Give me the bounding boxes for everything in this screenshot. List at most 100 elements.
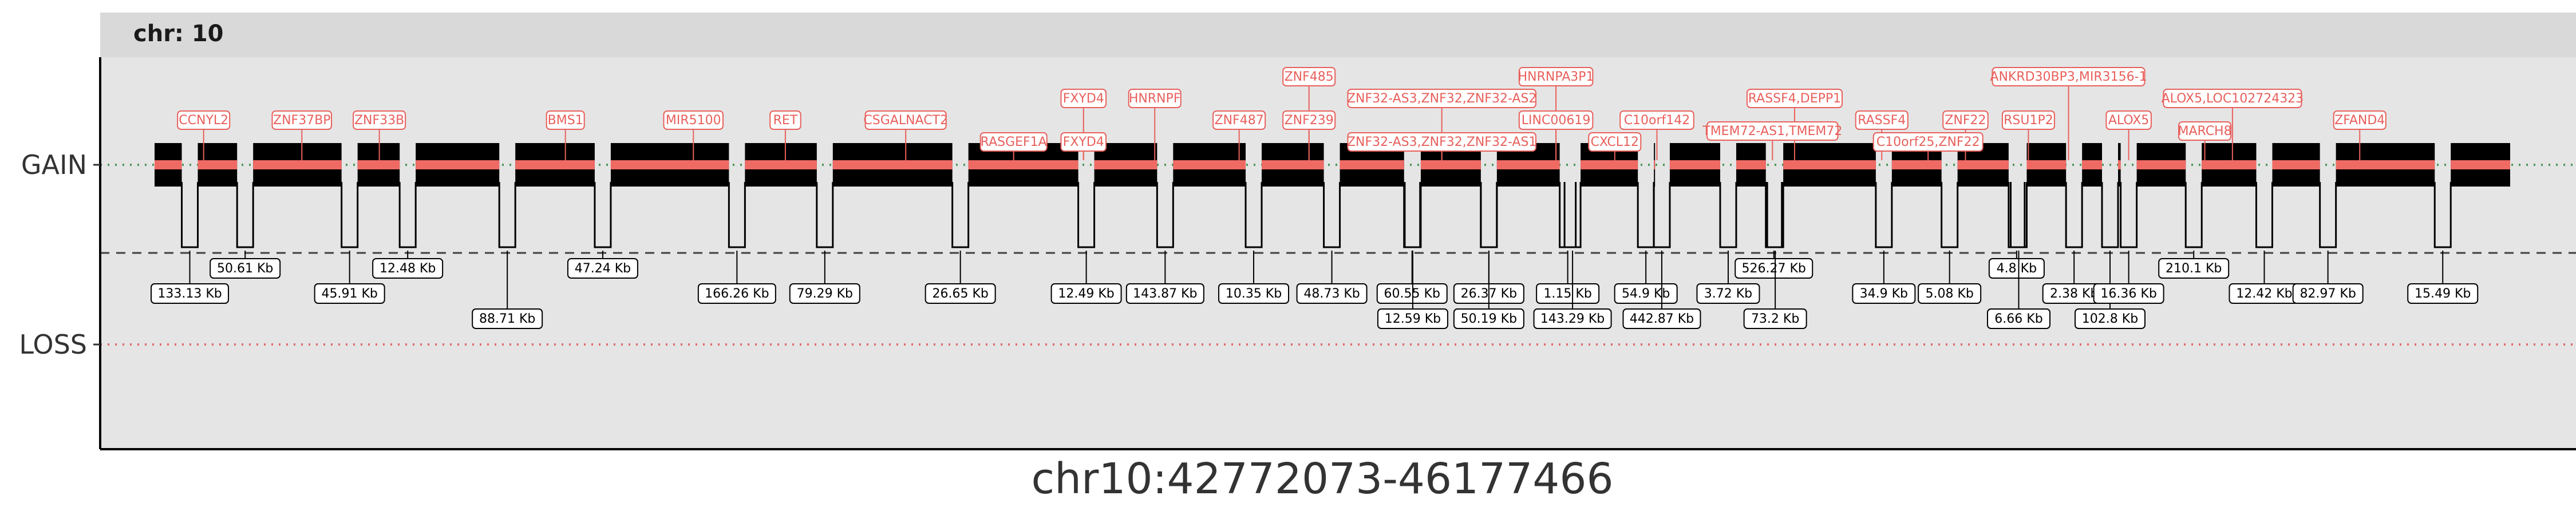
gene-label: ZNF33B xyxy=(353,110,406,160)
gap-size-text: 48.73 Kb xyxy=(1303,287,1360,301)
gene-label: ZNF37BP xyxy=(271,110,333,160)
gene-label-text: RASSF4,DEPP1 xyxy=(1748,92,1841,106)
gene-label: CCNYL2 xyxy=(177,110,231,160)
gene-label: RET xyxy=(769,110,801,160)
gap-outline xyxy=(1323,182,1341,248)
gene-label-text: ZNF239 xyxy=(1285,113,1334,128)
gap-size-text: 2.38 Kb xyxy=(2050,287,2098,301)
gap-outline xyxy=(1941,182,1959,248)
gap-outline xyxy=(341,182,359,248)
gap-size-label: 60.55 Kb xyxy=(1376,251,1448,304)
gap-size-label: 16.36 Kb xyxy=(2093,251,2164,304)
gap-size-text: 143.87 Kb xyxy=(1133,287,1197,301)
gap-size-text: 133.13 Kb xyxy=(157,287,222,301)
gap-size-text: 12.49 Kb xyxy=(1058,287,1114,301)
gene-label-text: ZNF32-AS3,ZNF32,ZNF32-AS2 xyxy=(1347,92,1536,106)
gap-size-label: 34.9 Kb xyxy=(1852,251,1916,304)
gene-label: ALOX5,LOC102724323 xyxy=(2162,89,2304,160)
gene-label-text: ZFAND4 xyxy=(2334,113,2385,128)
gap-outline xyxy=(2184,182,2203,248)
gain-segment-bar xyxy=(1669,160,1720,169)
gene-label-text: CSGALNACT2 xyxy=(863,113,948,128)
gain-segment-bar xyxy=(253,160,342,169)
gap-size-label: 15.49 Kb xyxy=(2407,251,2479,304)
gain-segment-bar xyxy=(2272,160,2320,169)
gap-outline xyxy=(1156,182,1174,248)
gain-segment-bar xyxy=(2336,160,2435,169)
gap-outline xyxy=(1875,182,1893,248)
gene-label-text: ANKRD30BP3,MIR3156-1 xyxy=(1990,70,2147,84)
gain-segment-bar xyxy=(155,160,182,169)
facet-strip-title: chr: 10 xyxy=(133,21,224,47)
gene-label-text: ZNF487 xyxy=(1215,113,1264,128)
gene-label-text: ZNF33B xyxy=(354,113,404,128)
gap-size-label: 526.27 Kb xyxy=(1735,251,1814,279)
gain-segment-bar xyxy=(1340,160,1404,169)
gap-size-label: 50.61 Kb xyxy=(210,251,281,279)
gap-size-label: 143.87 Kb xyxy=(1125,251,1204,304)
gap-size-text: 526.27 Kb xyxy=(1742,262,1806,276)
gap-size-text: 102.8 Kb xyxy=(2082,312,2138,326)
gene-label-text: HNRNPF xyxy=(1129,92,1181,106)
gene-label: FXYD4 xyxy=(1060,89,1107,160)
gain-segment-bar xyxy=(1891,160,1942,169)
gain-segment-bar xyxy=(1783,160,1876,169)
gene-label: LINC00619 xyxy=(1518,110,1594,160)
gap-outline xyxy=(1563,182,1582,248)
gene-label-text: C10orf25,ZNF22 xyxy=(1876,135,1980,149)
gene-label-text: RASGEF1A xyxy=(981,135,1047,149)
gene-label-text: RET xyxy=(773,113,798,128)
gap-size-text: 3.72 Kb xyxy=(1704,287,1752,301)
gap-size-text: 210.1 Kb xyxy=(2166,262,2222,276)
gap-size-text: 442.87 Kb xyxy=(1630,312,1694,326)
gene-label-text: C10orf142 xyxy=(1624,113,1690,128)
gene-label: TMEM72-AS1,TMEM72 xyxy=(1702,121,1842,160)
gap-outline xyxy=(1766,182,1784,248)
gene-label-text: RASSF4 xyxy=(1858,113,1906,128)
gap-size-text: 6.66 Kb xyxy=(1994,312,2042,326)
gap-size-label: 50.19 Kb xyxy=(1453,251,1524,329)
gap-size-text: 10.35 Kb xyxy=(1226,287,1282,301)
gap-size-label: 48.73 Kb xyxy=(1296,251,1368,304)
gap-outline xyxy=(594,182,612,248)
gene-label-text: TMEM72-AS1,TMEM72 xyxy=(1702,124,1842,138)
gene-label: ZFAND4 xyxy=(2333,110,2387,160)
y-tick-label-gain: GAIN xyxy=(21,149,87,180)
gap-size-text: 47.24 Kb xyxy=(575,262,631,276)
gene-label-text: BMS1 xyxy=(548,113,583,128)
gain-segment-bar xyxy=(2136,160,2186,169)
gain-segment-bar xyxy=(197,160,238,169)
gap-size-label: 102.8 Kb xyxy=(2074,251,2146,329)
gain-segment-bar xyxy=(2202,160,2257,169)
gap-size-text: 50.19 Kb xyxy=(1461,312,1517,326)
gap-size-text: 143.29 Kb xyxy=(1540,312,1605,326)
facet-strip xyxy=(100,13,2576,57)
gain-segment-bar xyxy=(1262,160,1324,169)
gap-size-text: 1.15 Kb xyxy=(1543,287,1591,301)
gap-outline xyxy=(1077,182,1096,248)
gap-size-label: 143.29 Kb xyxy=(1533,251,1612,329)
gap-size-label: 26.37 Kb xyxy=(1453,251,1524,304)
gap-size-text: 79.29 Kb xyxy=(797,287,853,301)
gap-size-text: 12.42 Kb xyxy=(2236,287,2292,301)
gene-label-text: ZNF37BP xyxy=(273,113,331,128)
gap-outline xyxy=(2319,182,2337,248)
gap-outline xyxy=(816,182,834,248)
gap-size-label: 45.91 Kb xyxy=(314,251,385,304)
gap-outline xyxy=(1719,182,1737,248)
gene-label-text: HNRNPA3P1 xyxy=(1518,70,1594,84)
gap-size-text: 45.91 Kb xyxy=(321,287,377,301)
gain-segment-bar xyxy=(1736,160,1766,169)
gene-label: C10orf25,ZNF22 xyxy=(1872,132,1984,160)
gap-size-text: 60.55 Kb xyxy=(1384,287,1440,301)
y-tick-label-loss: LOSS xyxy=(19,329,87,360)
gap-size-label: 2.38 Kb xyxy=(2042,251,2106,304)
gene-label: RSU1P2 xyxy=(2001,110,2055,160)
gap-outline xyxy=(2255,182,2273,248)
gap-size-label: 210.1 Kb xyxy=(2158,251,2230,279)
gap-size-label: 133.13 Kb xyxy=(151,251,230,304)
gene-label-text: CCNYL2 xyxy=(179,113,228,128)
gap-size-label: 12.48 Kb xyxy=(372,251,444,279)
gene-label: CSGALNACT2 xyxy=(863,110,948,160)
